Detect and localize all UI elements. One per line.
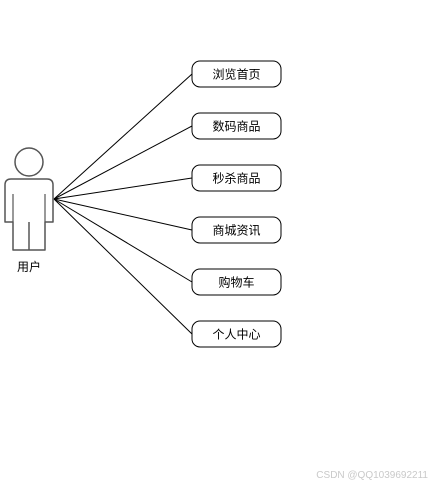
use-case-label: 个人中心 bbox=[212, 327, 260, 342]
use-case: 个人中心 bbox=[191, 320, 282, 348]
use-case-label: 购物车 bbox=[218, 275, 254, 290]
association-line bbox=[53, 125, 193, 200]
use-case-box bbox=[191, 164, 282, 192]
use-case-label: 浏览首页 bbox=[212, 67, 260, 82]
use-case-box bbox=[191, 60, 282, 88]
watermark: CSDN @QQ1039692211 bbox=[316, 470, 428, 481]
use-case: 商城资讯 bbox=[191, 216, 282, 244]
association-line bbox=[53, 198, 193, 335]
use-case-label: 秒杀商品 bbox=[212, 171, 260, 186]
association-line bbox=[53, 177, 193, 200]
use-case: 数码商品 bbox=[191, 112, 282, 140]
use-case: 浏览首页 bbox=[191, 60, 282, 88]
use-case: 购物车 bbox=[191, 268, 282, 296]
use-case-box bbox=[191, 320, 282, 348]
use-case-label: 数码商品 bbox=[212, 119, 260, 134]
association-line bbox=[53, 73, 193, 200]
actor-head bbox=[14, 147, 44, 177]
use-case-box bbox=[191, 112, 282, 140]
use-case-box bbox=[191, 216, 282, 244]
association-line bbox=[53, 198, 193, 231]
actor-body-icon bbox=[4, 178, 54, 251]
use-case: 秒杀商品 bbox=[191, 164, 282, 192]
actor-label: 用户 bbox=[17, 259, 41, 274]
use-case-box bbox=[191, 268, 282, 296]
association-lines bbox=[53, 73, 193, 335]
use-case-label: 商城资讯 bbox=[212, 223, 260, 238]
association-line bbox=[53, 198, 193, 283]
actor: 用户 bbox=[4, 147, 54, 274]
